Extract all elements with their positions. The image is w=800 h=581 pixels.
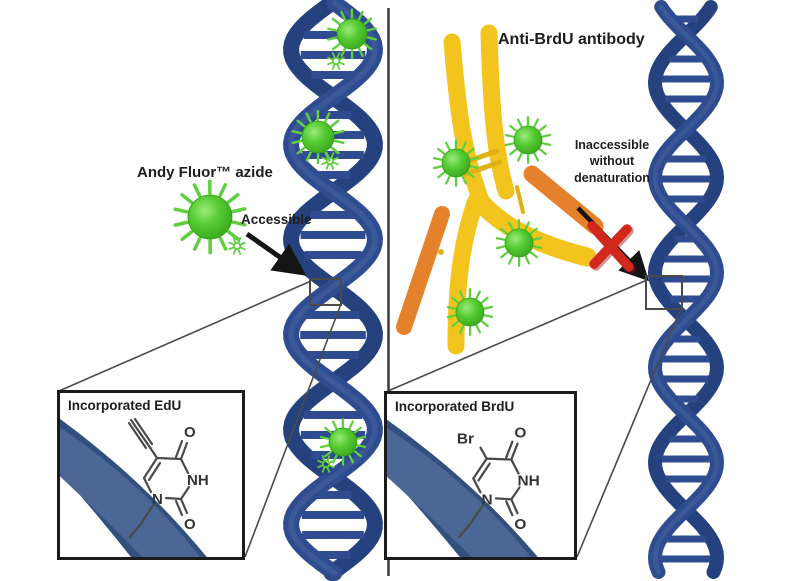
inset-brdu: Incorporated BrdU Br O (384, 391, 577, 560)
fluorophore-icon (327, 8, 377, 60)
fluorophore-icon (173, 179, 247, 255)
zoom-connector-line (244, 303, 342, 558)
inaccessible-line-1: Inaccessible (574, 138, 650, 152)
antibody-fab-orange-lower (396, 206, 450, 335)
atom-nh: NH (187, 472, 209, 489)
atom-o-top: O (184, 424, 196, 441)
zoom-connector-line (576, 307, 682, 558)
inaccessible-line-3: denaturation (574, 170, 650, 185)
atom-o-top: O (514, 425, 526, 442)
zoom-target-box-right (645, 275, 683, 310)
fluorophore-icon (432, 139, 480, 187)
fluorophore-icon (319, 418, 367, 466)
annotations (58, 206, 683, 558)
antibody-lower-arm (447, 194, 484, 355)
reagent-label: Andy Fluor™ azide (137, 164, 273, 181)
antibody-title: Anti-BrdU antibody (498, 31, 645, 48)
accessible-label: Accessible (241, 212, 312, 227)
fluorophore-icon (446, 288, 494, 336)
azide-linker-icon (327, 52, 345, 70)
atom-o-bottom: O (514, 516, 526, 533)
atom-br: Br (457, 431, 474, 448)
atom-o-bottom: O (184, 516, 196, 533)
inset-edu-title: Incorporated EdU (68, 398, 182, 413)
atom-nh: NH (517, 473, 539, 490)
dna-helix-left (283, 0, 383, 581)
inset-brdu-title: Incorporated BrdU (395, 399, 515, 414)
fluorophores-right (432, 116, 552, 336)
zoom-target-box-left (309, 278, 342, 306)
antibody-icon (396, 24, 604, 355)
inaccessible-line-2: without (589, 154, 635, 169)
brdu-structure: Br O NH N O (387, 419, 540, 557)
inaccessible-label: Inaccessible without denaturation (566, 137, 658, 186)
edu-structure: O NH N O (60, 417, 209, 557)
azide-linker-icon (228, 237, 246, 255)
atom-n: N (152, 491, 163, 508)
brdu-molecule: Br O NH N O (457, 425, 540, 539)
inset-edu: Incorporated EdU (57, 390, 245, 560)
fluorophore-icon (495, 219, 543, 267)
zoom-connector-line (58, 280, 312, 392)
antibody-connector-dot (438, 249, 444, 255)
antibody-hinge-bar (463, 159, 503, 177)
zoom-connector-line (387, 279, 648, 392)
dna-ribbon (387, 428, 531, 557)
fluorophores-left (173, 8, 377, 473)
dna-ribbon (60, 427, 200, 557)
fluorophore-icon (504, 116, 552, 164)
dna-helix-right (647, 0, 725, 579)
edu-molecule: O NH N O (127, 417, 209, 539)
azide-linker-icon (321, 152, 339, 170)
accessible-arrow (245, 231, 307, 276)
fluorophore-icon (291, 109, 345, 165)
cross-x-icon (589, 224, 632, 269)
antibody-arm-right (480, 24, 515, 200)
atom-n: N (482, 492, 493, 509)
antibody-arm-left (443, 33, 489, 207)
antibody-connector (515, 185, 525, 214)
azide-linker-icon (317, 455, 335, 473)
